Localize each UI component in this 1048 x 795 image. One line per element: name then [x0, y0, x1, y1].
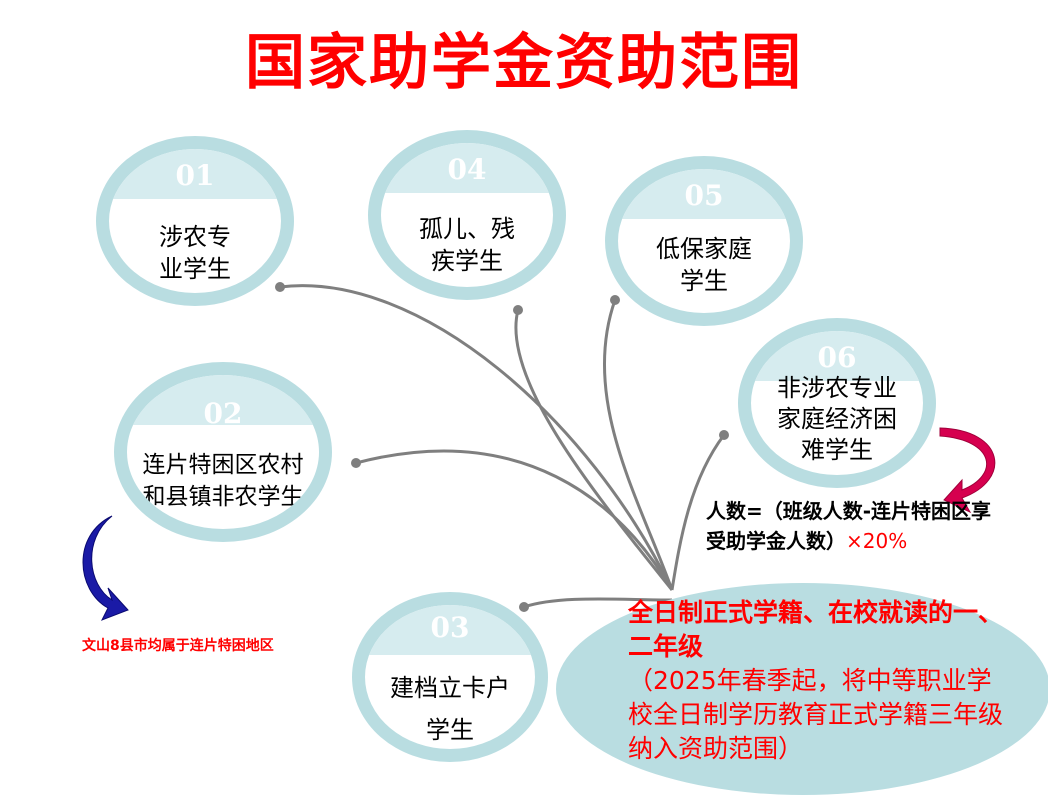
connector-05 [602, 299, 674, 591]
node-label: 非涉农专业家庭经济困难学生 [777, 374, 897, 464]
node-label: 孤儿、残疾学生 [419, 215, 515, 275]
connector-03 [523, 597, 673, 609]
region-note: 文山8县市均属于连片特困地区 [82, 638, 274, 654]
node-band [365, 605, 535, 655]
node-number: 03 [430, 611, 470, 644]
node-number: 05 [684, 179, 724, 212]
center-ellipse [556, 583, 1048, 795]
connector-dot-04 [513, 305, 523, 315]
node-band [618, 169, 790, 219]
node-label: 低保家庭学生 [656, 235, 752, 295]
quota-formula: 人数=（班级人数-连片特困区享受助学金人数）×20% [706, 496, 1006, 556]
node-05: 05 低保家庭学生 [605, 156, 803, 326]
node-number: 06 [817, 341, 857, 374]
node-number: 04 [447, 153, 487, 186]
node-label: 连片特困区农村和县镇非农学生 [142, 452, 304, 510]
node-band [381, 143, 553, 193]
node-label: 涉农专业学生 [159, 223, 231, 283]
formula-tail: ×20% [846, 529, 908, 553]
curved-arrow-right-icon [939, 427, 996, 514]
center-line-2: （2025年春季起，将中等职业学校全日制学历教育正式学籍三年级纳入资助范围） [628, 666, 1004, 763]
center-text: 全日制正式学籍、在校就读的一、二年级 （2025年春季起，将中等职业学校全日制学… [628, 596, 1008, 766]
node-band [109, 149, 281, 199]
node-label: 建档立卡户学生 [390, 674, 510, 744]
connector-dot-05 [610, 295, 620, 305]
connector-dot-01 [275, 282, 285, 292]
node-01: 01 涉农专业学生 [96, 136, 294, 306]
connector-dot-06 [719, 430, 729, 440]
node-number: 02 [203, 397, 243, 430]
node-band [751, 331, 923, 381]
connector-04 [514, 309, 674, 591]
connector-06 [670, 434, 726, 591]
node-02: 02 连片特困区农村和县镇非农学生 [114, 362, 332, 542]
curved-arrow-left-icon [82, 515, 129, 621]
center-line-1: 全日制正式学籍、在校就读的一、二年级 [628, 598, 1004, 661]
node-band [127, 375, 319, 425]
formula-main: 人数=（班级人数-连片特困区享受助学金人数） [706, 499, 992, 553]
node-06: 06 非涉农专业家庭经济困难学生 [738, 318, 936, 488]
connector-02 [355, 449, 674, 591]
connector-01 [279, 284, 674, 591]
node-04: 04 孤儿、残疾学生 [368, 130, 566, 300]
page-title: 国家助学金资助范围 [245, 28, 803, 98]
node-03: 03 建档立卡户学生 [352, 592, 548, 762]
connector-dot-02 [351, 458, 361, 468]
node-number: 01 [175, 159, 215, 192]
